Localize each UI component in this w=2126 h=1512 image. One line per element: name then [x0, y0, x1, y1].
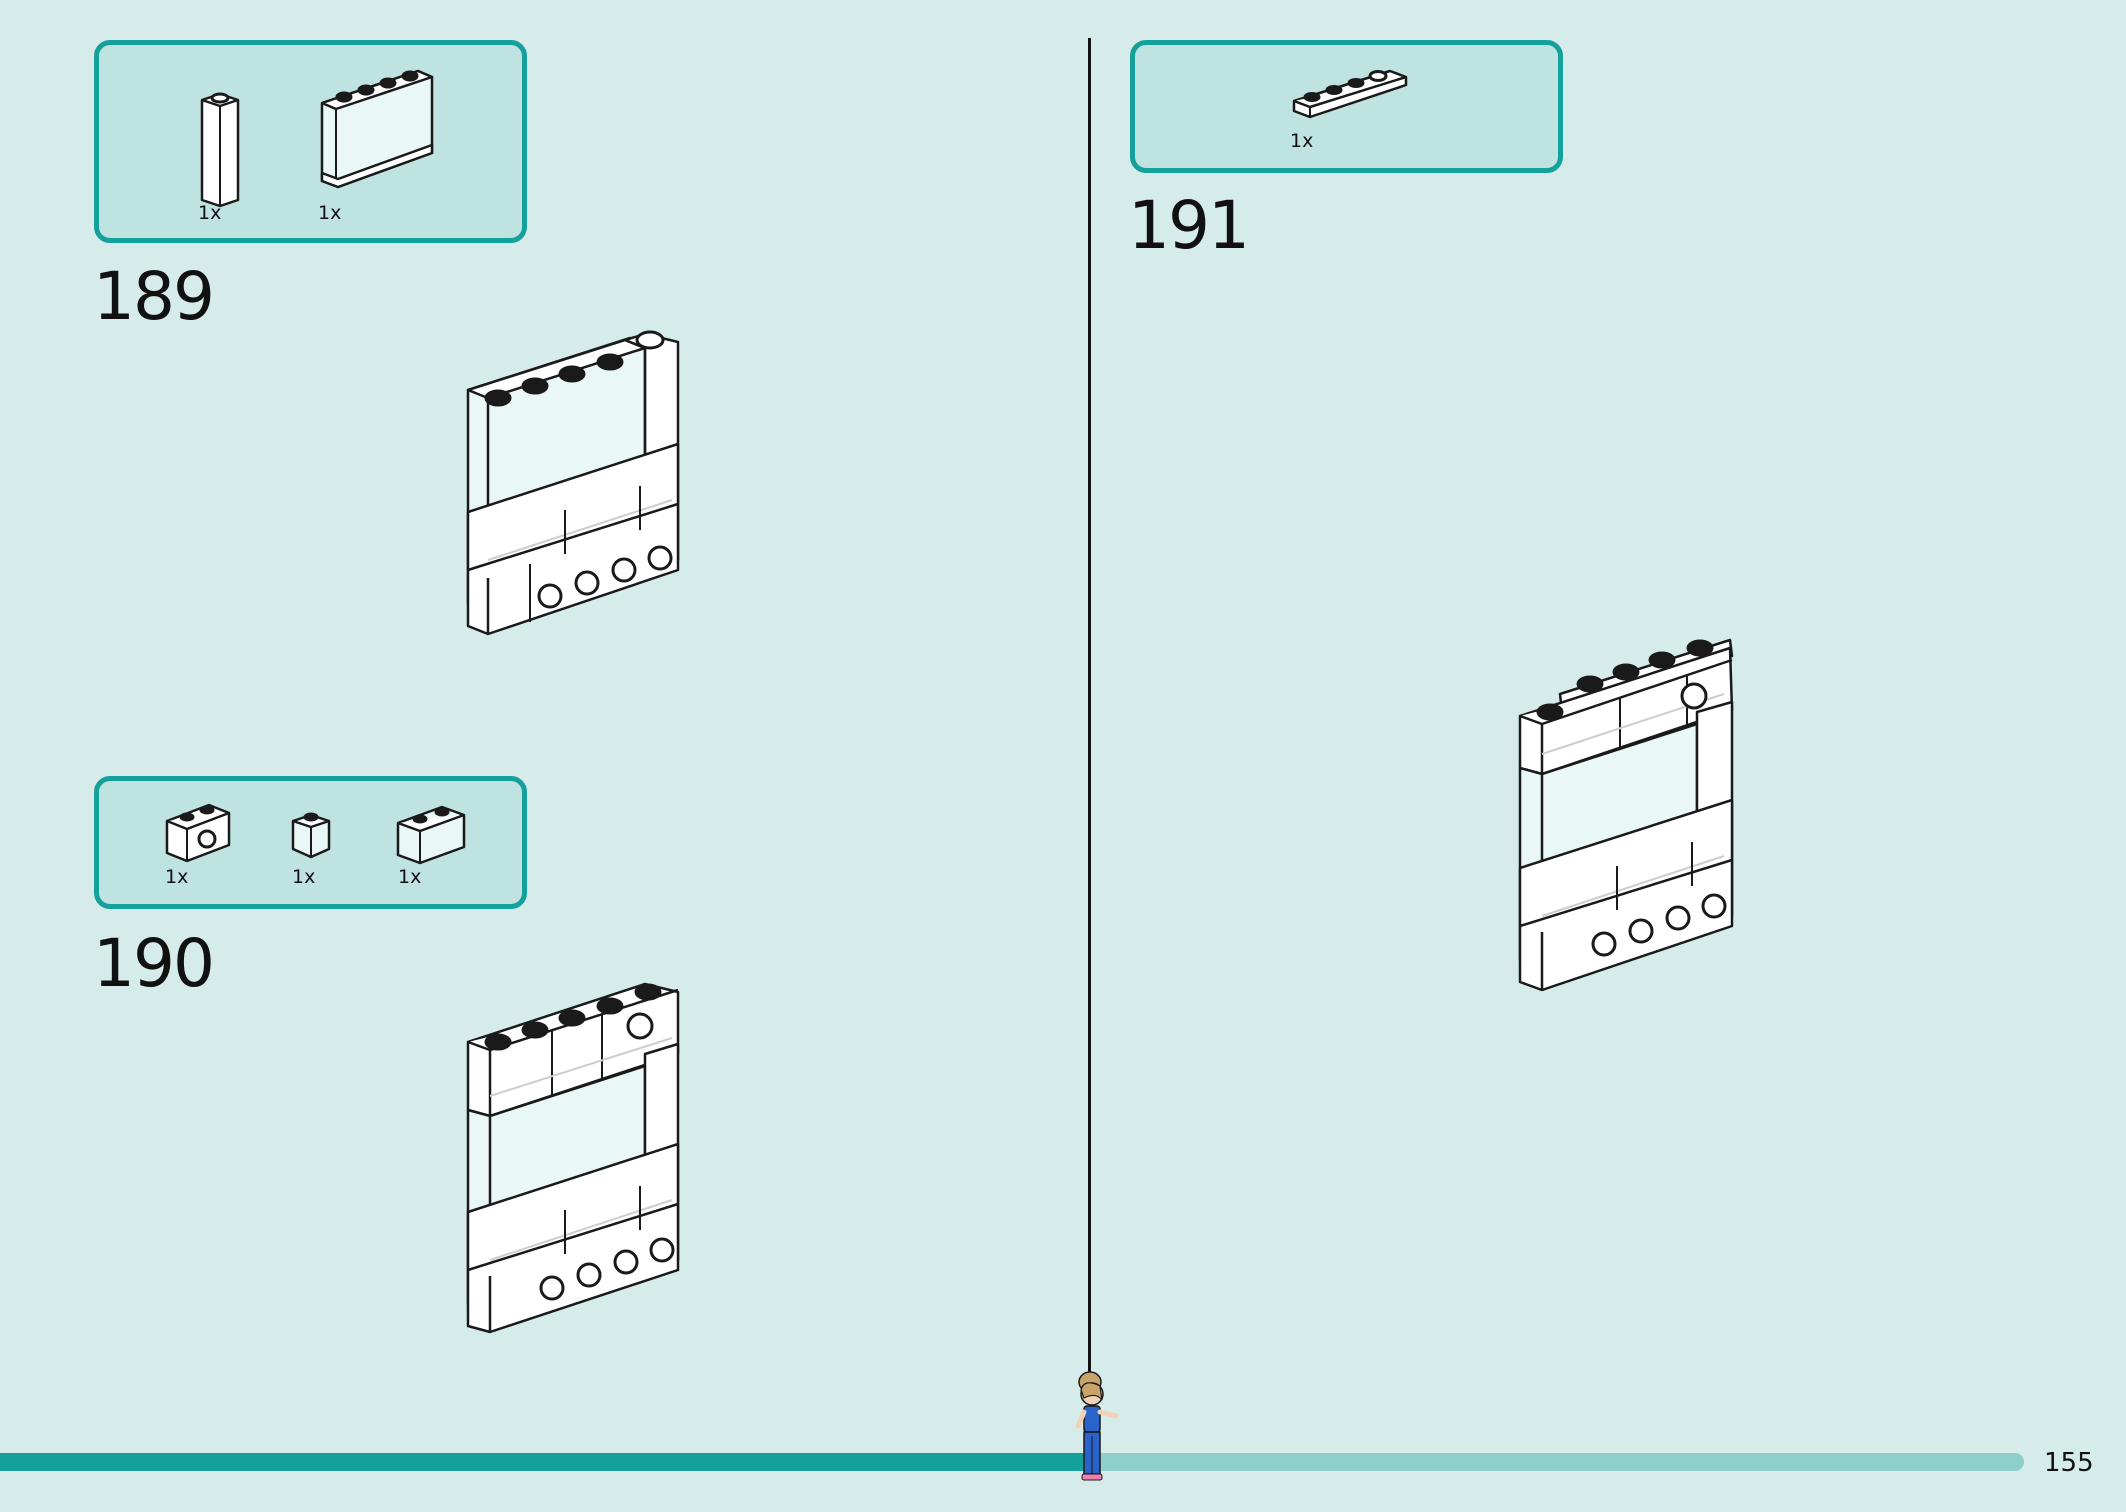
brick-1x2-with-hole-icon	[165, 803, 231, 863]
assembly-illustration-191	[1518, 638, 1734, 992]
parts-box-189: 1x 1x	[94, 40, 527, 243]
part-qty: 1x	[198, 202, 222, 224]
assembly-illustration-190	[466, 982, 680, 1334]
plate-1x1-icon	[291, 812, 331, 859]
plate-1x4-icon	[1292, 69, 1408, 119]
step-number-189: 189	[93, 258, 215, 335]
brick-1x2-transparent-icon	[396, 805, 466, 865]
part-qty: 1x	[165, 866, 189, 888]
step-number-190: 190	[93, 925, 215, 1002]
progress-fill	[0, 1453, 1093, 1471]
minidoll-figure-icon	[1075, 1371, 1119, 1481]
step-number-191: 191	[1128, 187, 1250, 264]
brick-1x1x3-icon	[200, 92, 240, 208]
part-qty: 1x	[1290, 130, 1314, 152]
part-qty: 1x	[318, 202, 342, 224]
parts-box-191: 1x	[1130, 40, 1563, 173]
part-qty: 1x	[398, 866, 422, 888]
part-qty: 1x	[292, 866, 316, 888]
page-number: 155	[2044, 1448, 2094, 1478]
page-divider	[1088, 38, 1091, 1378]
assembly-illustration-189	[466, 330, 680, 636]
parts-box-190: 1x 1x 1x	[94, 776, 527, 909]
panel-1x4x3-icon	[320, 69, 434, 189]
